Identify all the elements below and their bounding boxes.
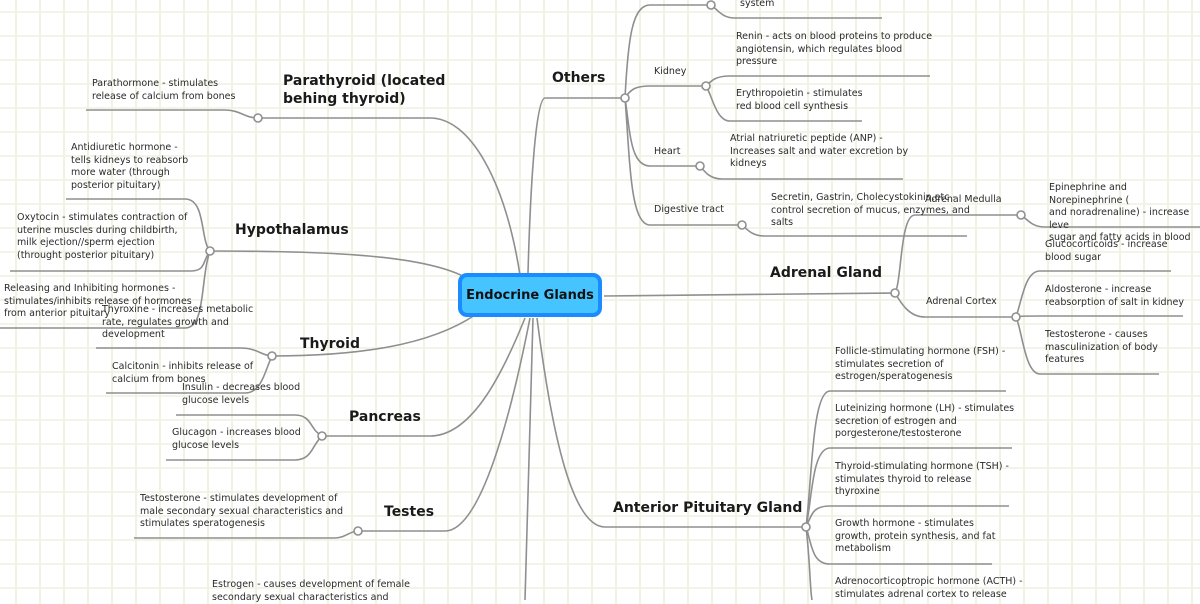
collapse-toggle-handle[interactable] (205, 246, 215, 256)
leaf-erythropoietin[interactable]: Erythropoietin - stimulates red blood ce… (736, 88, 863, 112)
branch-adrenal-gland[interactable]: Adrenal Gland (770, 265, 883, 281)
link-root-others (527, 97, 625, 274)
collapse-toggle-handle[interactable] (706, 0, 716, 10)
branch-parathyroid[interactable]: Parathyroid (located behing thyroid) (283, 73, 446, 107)
connector-line (624, 97, 742, 226)
root-node[interactable]: Endocrine Glands (458, 273, 602, 317)
leaf-calcitonin[interactable]: Calcitonin - inhibits release of calcium… (112, 361, 254, 385)
branch-thyroid[interactable]: Thyroid (300, 336, 360, 352)
collapse-toggle-handle[interactable] (1016, 210, 1026, 220)
connector-line (66, 198, 211, 252)
leaf-epinephrine[interactable]: Epinephrine and Norepinephrine ( and nor… (1049, 182, 1191, 244)
link-root-adrenal (603, 292, 896, 297)
collapse-toggle-handle[interactable] (737, 220, 747, 230)
leaf-estrogen[interactable]: Estrogen - causes development of female … (212, 579, 410, 603)
connector-line (0, 250, 211, 329)
connector-line (894, 214, 1021, 294)
connector-line (1015, 316, 1159, 375)
leaf-releasing-inhibiting-hormones[interactable]: Releasing and Inhibiting hormones - stim… (4, 283, 192, 320)
root-label: Endocrine Glands (466, 287, 594, 303)
link-root-testes (358, 317, 531, 532)
leaf-growth-hormone[interactable]: Growth hormone - stimulates growth, prot… (835, 518, 996, 555)
connector-line (1015, 315, 1183, 318)
leaf-acth[interactable]: Adrenocorticoptropic hormone (ACTH) - st… (835, 576, 1023, 600)
link-root-parathyroid (258, 117, 521, 276)
collapse-toggle-handle[interactable] (695, 161, 705, 171)
leaf-renin[interactable]: Renin - acts on blood proteins to produc… (736, 31, 933, 68)
collapse-toggle-handle[interactable] (890, 288, 900, 298)
link-root-hypothalamus (209, 250, 471, 281)
collapse-toggle-handle[interactable] (1011, 312, 1021, 322)
connector-line (805, 390, 1006, 528)
collapse-toggle-handle[interactable] (253, 113, 263, 123)
collapse-toggle-handle[interactable] (267, 351, 277, 361)
leaf-antidiuretic-hormone[interactable]: Antidiuretic hormone - tells kidneys to … (71, 142, 189, 191)
leaf-glucagon[interactable]: Glucagon - increases blood glucose level… (172, 427, 301, 451)
branch-testes[interactable]: Testes (384, 504, 435, 520)
leaf-aldosterone[interactable]: Aldosterone - increase reabsorption of s… (1045, 284, 1184, 308)
leaf-anp[interactable]: Atrial natriuretic peptide (ANP) - Incre… (730, 133, 909, 170)
collapse-toggle-handle[interactable] (353, 526, 363, 536)
connector-line (134, 530, 359, 539)
connector-line (805, 526, 992, 565)
connector-line (805, 447, 1012, 528)
connector-line (96, 347, 273, 357)
leaf-secretin-gastrin[interactable]: Secretin, Gastrin, Cholecystokinin,etc -… (771, 192, 970, 229)
collapse-toggle-handle[interactable] (620, 93, 630, 103)
leaf-glucocorticoids[interactable]: Glucocorticoids - increase blood sugar (1045, 239, 1168, 263)
sub-kidney[interactable]: Kidney (654, 66, 687, 77)
leaf-lh[interactable]: Luteinizing hormone (LH) - stimulates se… (835, 403, 1015, 440)
branch-hypothalamus[interactable]: Hypothalamus (235, 222, 349, 238)
connector-line (1015, 270, 1171, 318)
leaf-testosterone-adrenal[interactable]: Testosterone - causes masculinization of… (1045, 329, 1158, 366)
connector-line (805, 526, 813, 600)
branch-anterior-pituitary[interactable]: Anterior Pituitary Gland (613, 500, 803, 516)
connector-line (86, 109, 259, 119)
link-root-pancreas (322, 317, 526, 437)
leaf-insulin[interactable]: Insulin - decreases blood glucose levels (182, 382, 301, 406)
leaf-tsh[interactable]: Thyroid-stimulating hormone (TSH) - stim… (835, 461, 1009, 498)
branch-others[interactable]: Others (552, 70, 606, 86)
link-root-ovaries (524, 317, 534, 600)
leaf-parathormone[interactable]: Parathormone - stimulates release of cal… (92, 78, 236, 102)
collapse-toggle-handle[interactable] (701, 81, 711, 91)
collapse-toggle-handle[interactable] (317, 431, 327, 441)
leaf-system[interactable]: system (740, 0, 775, 9)
link-root-anterior (536, 317, 806, 528)
connector-line (705, 75, 930, 87)
connector-line (710, 4, 882, 19)
sub-digestive-tract[interactable]: Digestive tract (654, 204, 725, 215)
link-root-thyroid (271, 314, 476, 357)
leaf-oxytocin[interactable]: Oxytocin - stimulates contraction of ute… (17, 212, 188, 261)
leaf-fsh[interactable]: Follicle-stimulating hormone (FSH) - sti… (835, 346, 1006, 383)
connector-line (106, 355, 273, 394)
sub-heart[interactable]: Heart (654, 146, 681, 157)
collapse-toggle-handle[interactable] (801, 522, 811, 532)
connector-line (624, 85, 706, 99)
branch-pancreas[interactable]: Pancreas (349, 409, 421, 425)
sub-adrenal-medulla[interactable]: Adrenal Medulla (925, 194, 1002, 205)
connector-line (624, 4, 711, 99)
leaf-thyroxine[interactable]: Thyroxine - increases metabolic rate, re… (102, 304, 254, 341)
leaf-testosterone-testes[interactable]: Testosterone - stimulates development of… (140, 493, 344, 530)
sub-adrenal-cortex[interactable]: Adrenal Cortex (926, 296, 997, 307)
